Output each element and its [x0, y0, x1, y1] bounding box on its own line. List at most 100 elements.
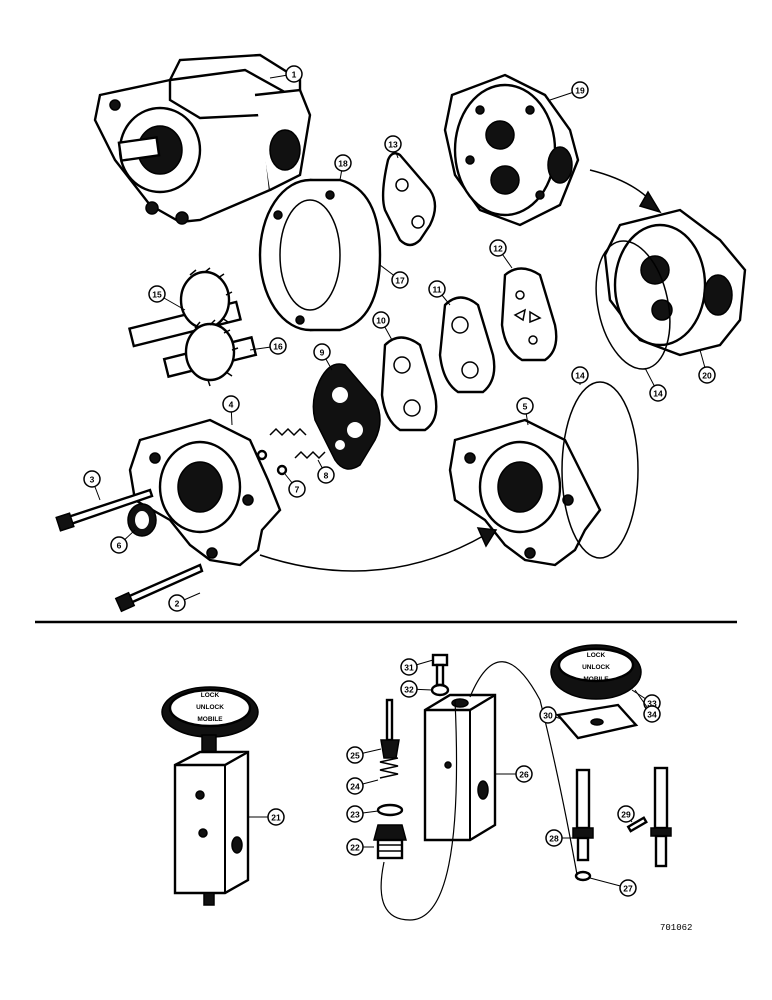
callout-27: 27 [589, 877, 637, 897]
callout-number: 5 [523, 402, 528, 412]
callout-number: 34 [647, 710, 657, 720]
knob-33 [550, 644, 642, 700]
callout-number: 18 [338, 159, 348, 169]
callout-20: 20 [698, 349, 716, 384]
callout-number: 30 [543, 711, 553, 721]
callout-11: 11 [428, 280, 451, 306]
callout-number: 16 [273, 342, 283, 352]
callout-number: 15 [152, 290, 162, 300]
callout-number: 1 [292, 70, 297, 80]
callout-34: 34 [634, 689, 661, 723]
callout-12: 12 [489, 239, 513, 269]
callout-circle [489, 239, 507, 257]
fitting-22 [373, 824, 407, 860]
shaft-seal [127, 503, 157, 537]
callout-13: 13 [384, 135, 402, 159]
wear-plate [312, 363, 381, 470]
callout-circle [400, 680, 418, 698]
callout-circle [384, 135, 402, 153]
o-ring-14 [561, 381, 639, 559]
callout-17: 17 [379, 264, 409, 289]
callout-10: 10 [372, 311, 393, 341]
bolt-3 [55, 488, 154, 532]
needle-25 [380, 698, 400, 759]
callout-circle [571, 366, 589, 384]
callout-number: 6 [117, 541, 122, 551]
callout-29: 29 [617, 805, 635, 823]
callout-circle [346, 805, 364, 823]
bolt-2 [114, 563, 204, 613]
callout-number: 9 [320, 348, 325, 358]
callout-25: 25 [346, 746, 382, 764]
callout-number: 14 [575, 371, 585, 381]
valve-body [423, 693, 497, 842]
washer-32 [430, 683, 450, 697]
right-knob-label-3: MOBILE [583, 676, 609, 683]
left-knob-label-2: UNLOCK [196, 704, 224, 711]
callout-circle [148, 285, 166, 303]
callout-number: 7 [295, 485, 300, 495]
stem-assembled [650, 766, 672, 868]
callout-number: 28 [549, 834, 559, 844]
spring-24 [379, 757, 399, 779]
right-knob-label-1: LOCK [587, 652, 606, 659]
callout-30: 30 [539, 706, 563, 724]
gasket-10 [380, 336, 438, 432]
callout-number: 4 [229, 400, 234, 410]
callout-number: 33 [647, 699, 657, 709]
callout-19: 19 [549, 81, 589, 101]
callout-circle [267, 808, 285, 826]
callout-circle [515, 765, 533, 783]
callout-7: 7 [284, 473, 306, 498]
callout-18: 18 [334, 154, 352, 181]
plate-12 [500, 267, 558, 362]
right-knob-label-2: UNLOCK [582, 664, 610, 671]
callout-circle [619, 879, 637, 897]
callout-circle [643, 705, 661, 723]
callout-circle [698, 366, 716, 384]
right-knob-labels: LOCK UNLOCK MOBILE [582, 652, 610, 683]
callout-circle [346, 838, 364, 856]
callout-2: 2 [168, 592, 201, 612]
left-knob-label-3: MOBILE [197, 716, 223, 723]
callout-number: 21 [271, 813, 281, 823]
valve-assembly [161, 686, 259, 906]
callout-number: 29 [621, 810, 631, 820]
left-knob-labels: LOCK UNLOCK MOBILE [196, 692, 224, 723]
callout-circle [288, 480, 306, 498]
callout-circle [285, 65, 303, 83]
callout-circle [317, 466, 335, 484]
callout-circle [428, 280, 446, 298]
callout-24: 24 [346, 777, 379, 795]
callout-circle [400, 658, 418, 676]
callout-21: 21 [248, 808, 285, 826]
callout-number: 17 [395, 276, 405, 286]
callout-circle [334, 154, 352, 172]
gear-housing [258, 178, 382, 332]
pump-assembly [93, 53, 312, 225]
callout-circle [539, 706, 557, 724]
callout-circle [269, 337, 287, 355]
screw-31 [431, 653, 449, 687]
callout-circle [617, 805, 635, 823]
callout-circle [516, 397, 534, 415]
callout-number: 27 [623, 884, 633, 894]
callout-number: 32 [404, 685, 414, 695]
callout-28: 28 [545, 829, 577, 847]
callout-circle [83, 470, 101, 488]
callout-9: 9 [313, 343, 333, 371]
o-ring-27 [574, 870, 592, 882]
callout-number: 8 [324, 471, 329, 481]
cover-with-oring [595, 208, 747, 370]
callout-number: 13 [388, 140, 398, 150]
callout-26: 26 [495, 765, 533, 783]
callout-1: 1 [269, 65, 303, 83]
pump-cover [443, 73, 580, 227]
left-knob-label-1: LOCK [201, 692, 220, 699]
callout-number: 3 [90, 475, 95, 485]
callout-32: 32 [400, 680, 433, 698]
callout-5: 5 [516, 397, 534, 426]
stem-28 [572, 768, 594, 862]
